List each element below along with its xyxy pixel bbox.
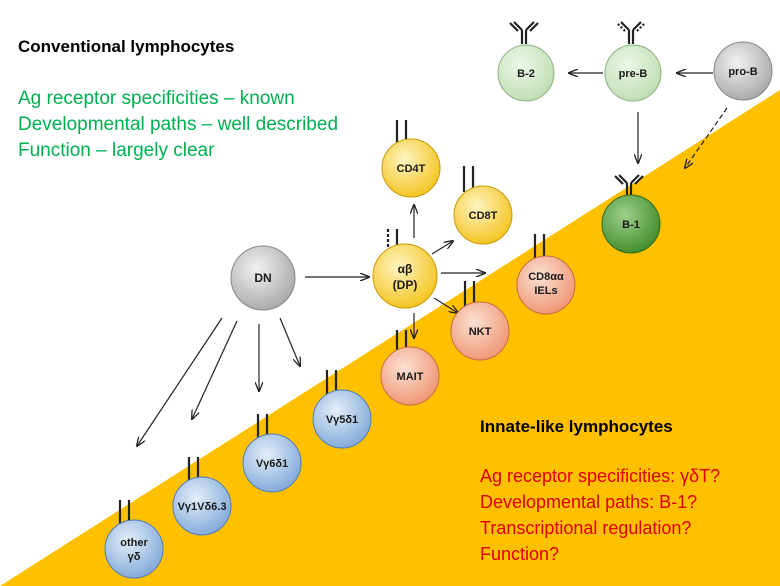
cell-b2: B-2 <box>497 44 555 102</box>
cell-nkt-label: NKT <box>469 326 492 338</box>
cell-vg6d1-label: Vγ6δ1 <box>256 458 288 470</box>
cell-dp-label-2: (DP) <box>393 278 418 292</box>
arrow-dp-to-nkt <box>433 297 458 313</box>
cell-cd8t-label: CD8T <box>469 210 498 222</box>
innate-title: Innate-like lymphocytes <box>480 417 673 436</box>
preb-pre-bcr-icon <box>616 21 646 44</box>
innate-line-2: Developmental paths: B-1? <box>480 492 697 512</box>
arrow-dn-to-other-gd <box>137 317 223 446</box>
cell-other-gd: other γδ <box>104 519 164 579</box>
cell-dn-label: DN <box>254 271 271 285</box>
cell-preb: pre-B <box>604 44 662 102</box>
cell-b2-label: B-2 <box>517 68 535 80</box>
cell-vg5d1: Vγ5δ1 <box>312 389 372 449</box>
cell-cd8aa-label-2: IELs <box>534 285 557 297</box>
cell-other-gd-label-2: γδ <box>128 551 141 563</box>
cell-vg6d1: Vγ6δ1 <box>242 433 302 493</box>
cell-dp: αβ (DP) <box>372 243 438 309</box>
cell-dp-label-1: αβ <box>398 262 413 276</box>
nkt-tcr-icon <box>463 281 476 306</box>
conventional-line-2: Developmental paths – well described <box>18 114 338 135</box>
cell-other-gd-label-1: other <box>120 537 148 549</box>
cell-dn: DN <box>230 245 296 311</box>
innate-region <box>0 90 780 586</box>
cell-nkt: NKT <box>450 301 510 361</box>
cell-preb-label: pre-B <box>619 68 648 80</box>
conventional-title: Conventional lymphocytes <box>18 37 234 56</box>
innate-line-3: Transcriptional regulation? <box>480 518 691 538</box>
cell-vg1vd63-label: Vγ1Vδ6.3 <box>178 501 227 513</box>
conventional-line-3: Function – largely clear <box>18 140 215 161</box>
cd8aa-tcr-icon <box>533 234 546 258</box>
cell-vg1vd63: Vγ1Vδ6.3 <box>172 476 232 536</box>
innate-line-1: Ag receptor specificities: γδT? <box>480 466 720 486</box>
conventional-line-1: Ag receptor specificities – known <box>18 88 295 109</box>
cell-cd8aa: CD8αα IELs <box>516 255 576 315</box>
arrow-dp-to-cd8t <box>431 241 453 255</box>
innate-line-4: Function? <box>480 544 559 564</box>
cell-b1-label: B-1 <box>622 219 640 231</box>
arrow-prob-to-b1-dashed <box>685 107 728 168</box>
b1-bcr-icon <box>614 174 644 195</box>
cell-cd4t: CD4T <box>381 138 441 198</box>
cell-vg5d1-label: Vγ5δ1 <box>326 414 358 426</box>
arrow-dn-to-vg1vd63 <box>192 320 238 419</box>
cell-prob-label: pro-B <box>728 66 757 78</box>
cell-cd4t-label: CD4T <box>397 163 426 175</box>
cell-prob: pro-B <box>713 41 773 101</box>
b2-bcr-icon <box>509 21 539 44</box>
cell-b1: B-1 <box>601 194 661 254</box>
cell-mait-label: MAIT <box>397 371 424 383</box>
arrows <box>137 73 728 446</box>
cell-cd8aa-label-1: CD8αα <box>528 271 564 283</box>
arrow-dn-to-vg5d1 <box>279 317 300 366</box>
cell-mait: MAIT <box>380 346 440 406</box>
cell-cd8t: CD8T <box>453 185 513 245</box>
